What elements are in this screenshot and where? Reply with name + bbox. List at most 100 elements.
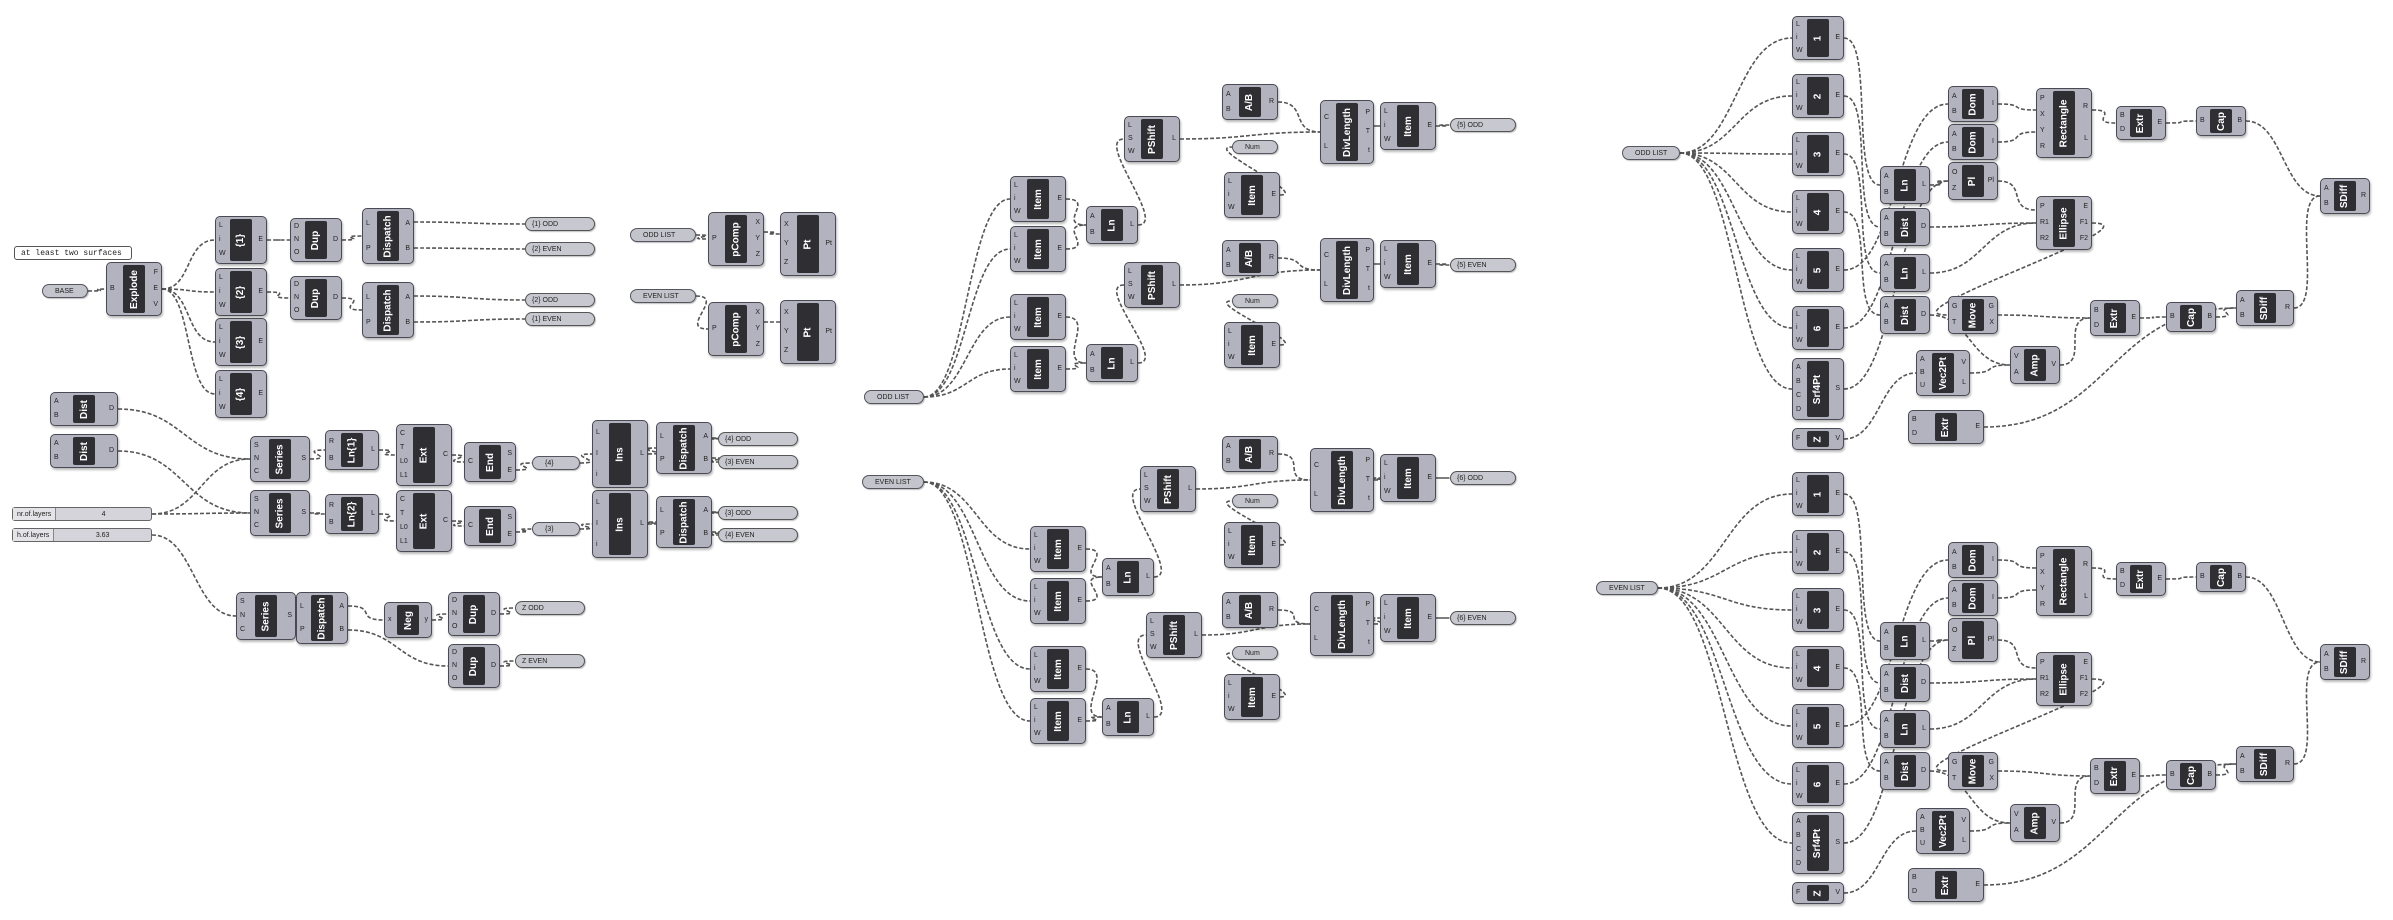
odd-panel-6[interactable]: {6} ODD bbox=[1450, 471, 1516, 485]
even-list-param-middle[interactable]: EVEN LIST bbox=[862, 475, 924, 489]
number-param-3[interactable]: {3} bbox=[532, 522, 580, 536]
odd-list-param-left[interactable]: ODD LIST bbox=[630, 228, 696, 242]
odd-list-param-middle[interactable]: ODD LIST bbox=[864, 390, 924, 404]
odd-panel-2[interactable]: {2} ODD bbox=[525, 293, 595, 307]
num-param-4[interactable]: Num bbox=[1232, 646, 1278, 660]
odd-panel-4[interactable]: {4} ODD bbox=[718, 432, 798, 446]
base-param[interactable]: BASE bbox=[42, 284, 88, 298]
even-list-param-left[interactable]: EVEN LIST bbox=[630, 289, 696, 303]
note-panel[interactable]: at least two surfaces bbox=[14, 246, 132, 260]
even-panel-2[interactable]: {2} EVEN bbox=[525, 242, 595, 256]
even-list-param-right[interactable]: EVEN LIST bbox=[1596, 581, 1658, 595]
layers-slider[interactable]: nr.of.layers 4 bbox=[12, 507, 152, 521]
even-panel-3[interactable]: {3} EVEN bbox=[718, 455, 798, 469]
num-param-3[interactable]: Num bbox=[1232, 494, 1278, 508]
